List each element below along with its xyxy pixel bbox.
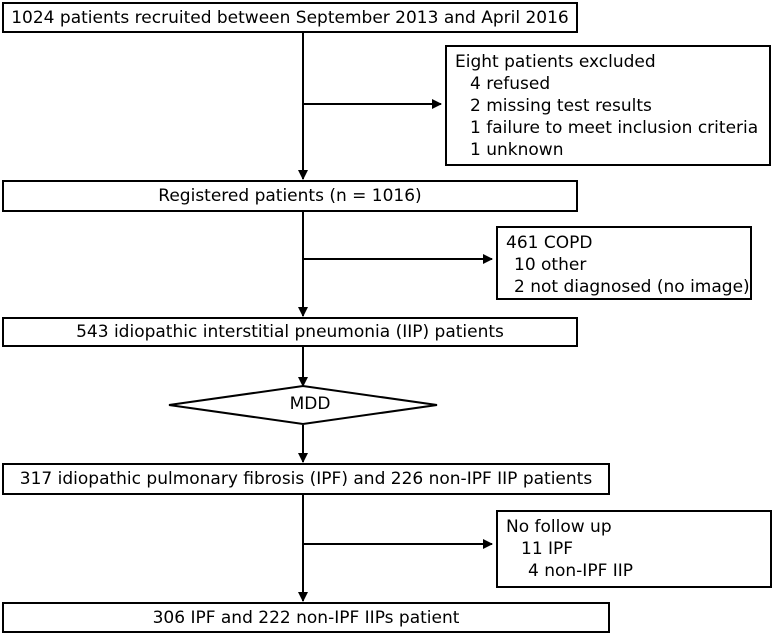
mdd-diamond xyxy=(168,384,438,426)
other-diagnosis-item: 2 not diagnosed (no image) xyxy=(514,277,750,297)
final-text: 306 IPF and 222 non-IPF IIPs patient xyxy=(152,607,460,628)
iip-box: 543 idiopathic interstitial pneumonia (I… xyxy=(2,317,578,347)
recruited-box: 1024 patients recruited between Septembe… xyxy=(2,2,578,33)
excluded-item: 4 refused xyxy=(470,74,551,94)
mdd-label: MDD xyxy=(289,394,331,414)
registered-box: Registered patients (n = 1016) xyxy=(2,180,578,212)
recruited-text: 1024 patients recruited between Septembe… xyxy=(11,7,569,28)
iip-text: 543 idiopathic interstitial pneumonia (I… xyxy=(76,322,504,342)
ipf-split-text: 317 idiopathic pulmonary fibrosis (IPF) … xyxy=(19,469,593,489)
other-diagnosis-title: 461 COPD xyxy=(506,233,593,253)
final-box: 306 IPF and 222 non-IPF IIPs patient xyxy=(2,602,610,633)
registered-text: Registered patients (n = 1016) xyxy=(158,186,422,206)
excluded-title: Eight patients excluded xyxy=(455,52,656,72)
no-follow-up-item: 11 IPF xyxy=(521,539,574,559)
no-follow-up-box: No follow up 11 IPF 4 non-IPF IIP xyxy=(496,510,772,588)
other-diagnosis-item: 10 other xyxy=(514,255,587,275)
no-follow-up-title: No follow up xyxy=(506,517,612,537)
excluded-item: 1 unknown xyxy=(470,140,564,160)
excluded-item: 1 failure to meet inclusion criteria xyxy=(470,118,759,138)
other-diagnosis-box: 461 COPD 10 other 2 not diagnosed (no im… xyxy=(496,226,752,300)
no-follow-up-item: 4 non-IPF IIP xyxy=(528,561,634,581)
ipf-split-box: 317 idiopathic pulmonary fibrosis (IPF) … xyxy=(2,463,610,495)
excluded-box: Eight patients excluded 4 refused 2 miss… xyxy=(445,45,771,166)
excluded-item: 2 missing test results xyxy=(470,96,652,116)
